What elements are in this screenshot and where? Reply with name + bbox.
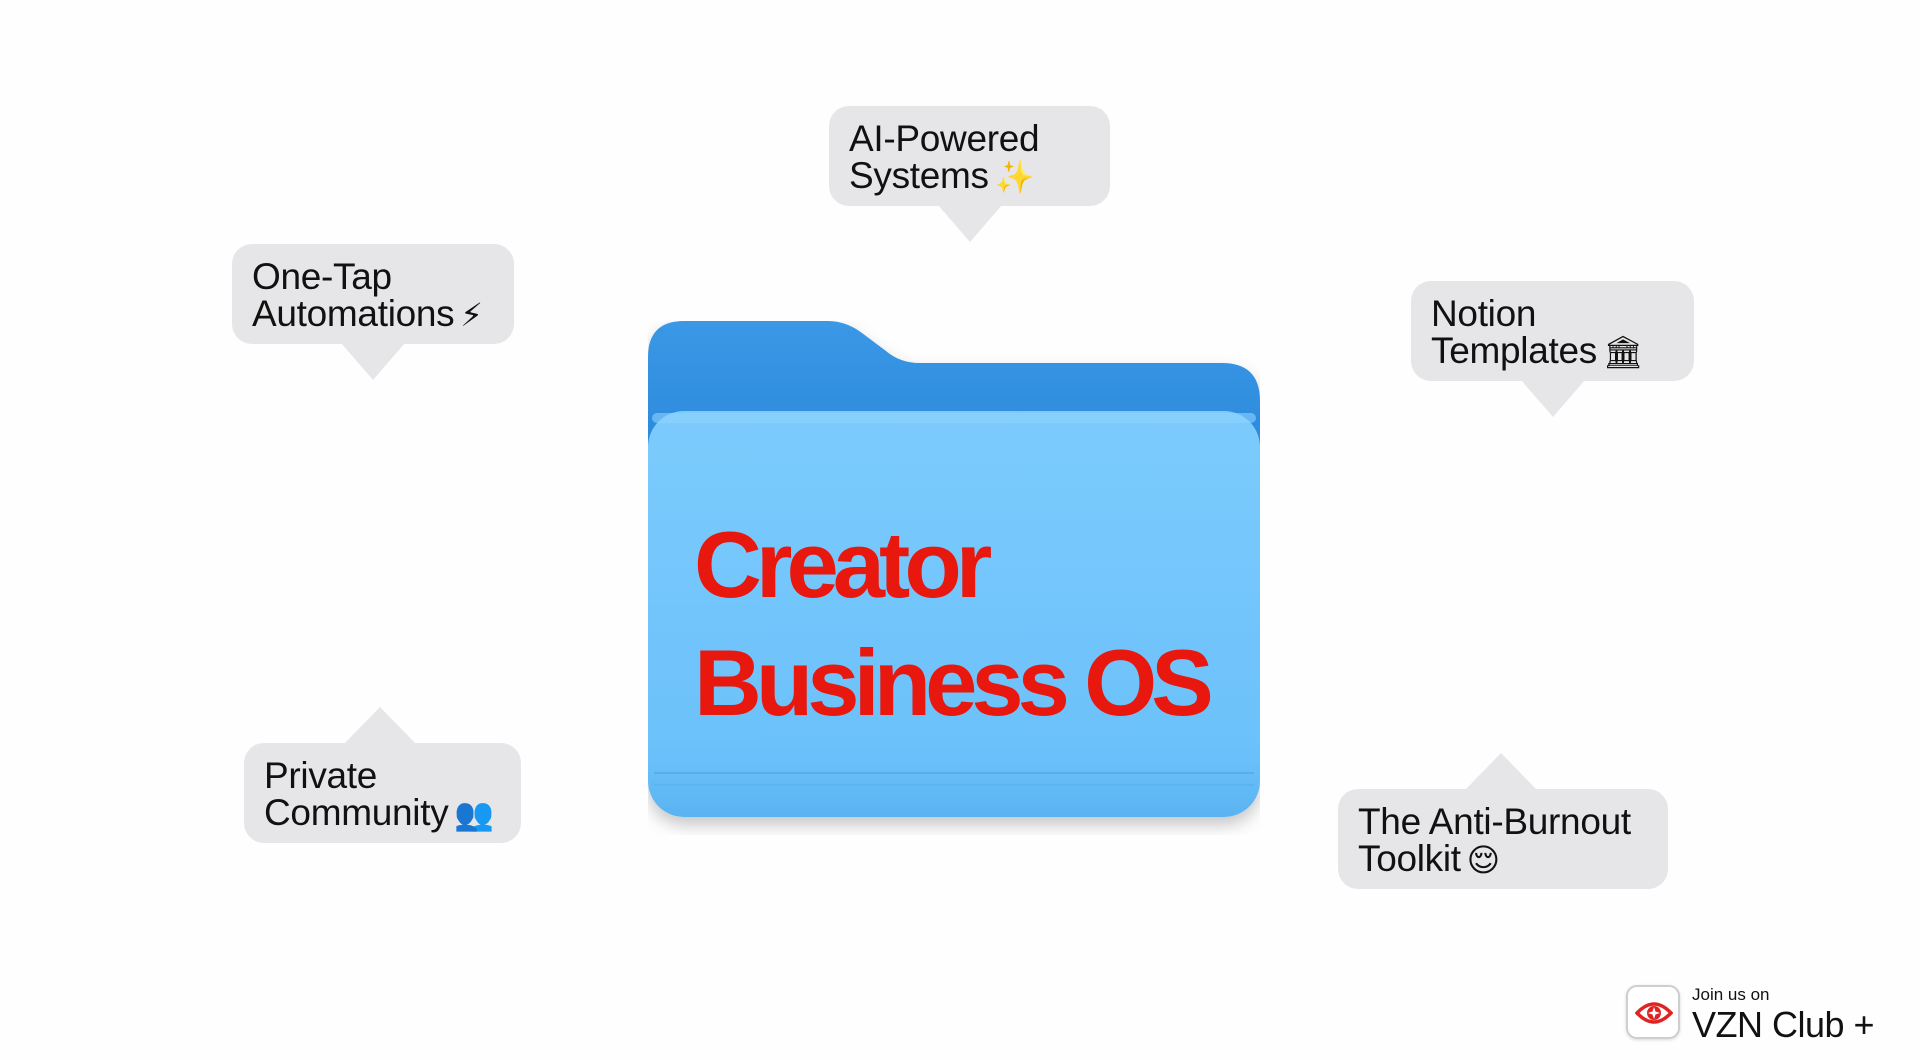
- anti-burnout-toolkit-bubble: The Anti-Burnout Toolkit😌: [1338, 789, 1668, 889]
- one-tap-automations-bubble: One-Tap Automations⚡: [232, 244, 514, 344]
- bubble-line: AI-Powered: [849, 118, 1040, 159]
- bubble-line: Automations: [252, 293, 455, 334]
- bubble-line: Community: [264, 792, 449, 833]
- vzn-club-badge[interactable]: Join us on VZN Club +: [1626, 985, 1896, 1045]
- classical-building-icon: 🏛: [1602, 333, 1644, 371]
- sparkles-icon: ✨: [994, 158, 1035, 196]
- notion-templates-bubble: Notion Templates🏛: [1411, 281, 1694, 381]
- bubble-line: The Anti-Burnout: [1358, 801, 1631, 842]
- bubble-line: Toolkit: [1358, 838, 1461, 879]
- bubble-line: Private: [264, 755, 378, 796]
- folder-title-line-2: Business OS: [694, 630, 1214, 735]
- folder-icon: Creator Business OS: [648, 321, 1260, 835]
- relieved-face-icon: 😌: [1466, 841, 1500, 879]
- ai-powered-systems-bubble: AI-Powered Systems✨: [829, 106, 1110, 206]
- bubble-line: One-Tap: [252, 256, 392, 297]
- folder-title-line-1: Creator: [694, 512, 992, 617]
- lightning-icon: ⚡: [460, 296, 483, 334]
- badge-caption: Join us on: [1692, 985, 1770, 1004]
- people-icon: 👥: [454, 795, 494, 833]
- bubble-line: Notion: [1431, 293, 1537, 334]
- badge-title: VZN Club +: [1692, 1004, 1875, 1045]
- private-community-bubble: Private Community👥: [244, 743, 521, 843]
- folder-title: Creator Business OS: [694, 506, 1214, 742]
- bubble-line: Templates: [1431, 330, 1597, 371]
- eye-icon: [1626, 985, 1680, 1039]
- folder-graphic: [648, 321, 1260, 817]
- bubble-line: Systems: [849, 155, 989, 196]
